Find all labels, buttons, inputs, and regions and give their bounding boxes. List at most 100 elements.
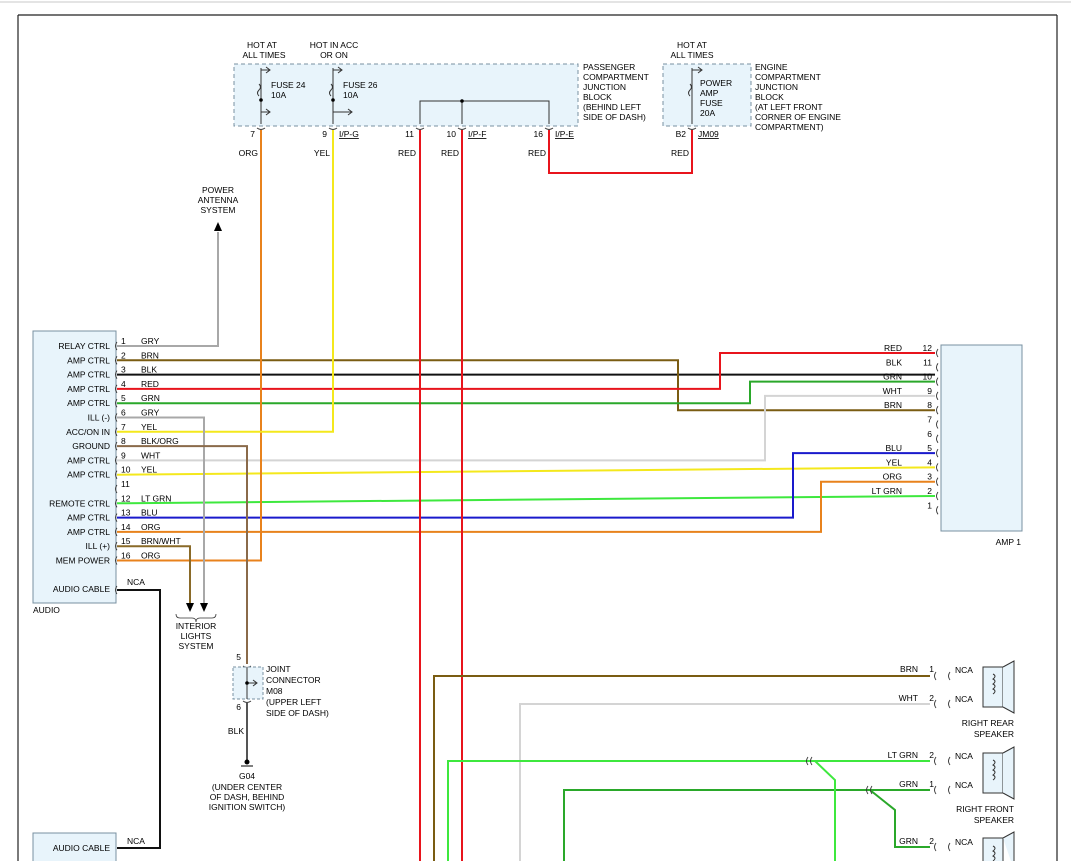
connector-pin-icon xyxy=(115,413,118,422)
right-rear-speaker: RIGHT REAR SPEAKER xyxy=(962,660,1015,739)
passenger-block-title-1: PASSENGER xyxy=(583,62,635,72)
passenger-block-title-3: JUNCTION xyxy=(583,82,626,92)
connector-pin-icon xyxy=(242,700,252,703)
fuse-pin-10: 10 xyxy=(447,129,457,139)
connector-pin-icon xyxy=(934,671,937,681)
rr-wire-nca-2: NCA xyxy=(955,694,973,704)
interior-lights-system: INTERIOR LIGHTS SYSTEM xyxy=(175,603,217,651)
connector-pin-icon xyxy=(936,463,939,472)
fuse-24-symbol xyxy=(257,66,271,124)
ground-g04: G04 (UNDER CENTER OF DASH, BEHIND IGNITI… xyxy=(209,759,285,812)
wire-gry-ill-minus xyxy=(117,416,205,603)
rf-speaker-body xyxy=(982,752,1004,794)
rf-wire-nca-1: NCA xyxy=(955,751,973,761)
fuse-pin-9: 9 xyxy=(322,129,327,139)
joint-arrow-icon xyxy=(252,679,258,687)
audio-cable-wire: NCA xyxy=(127,577,145,587)
rf-speaker-name-1: RIGHT FRONT xyxy=(956,804,1014,814)
audio-pin-wire-color: ORG xyxy=(141,522,160,532)
amp-1-unit: AMP 1 12RED11BLK10GRN9WHT8BRN765BLU4YEL3… xyxy=(872,343,1023,547)
amp-pin-wire-color: BLK xyxy=(886,357,902,367)
wire-label-red-10: RED xyxy=(441,148,459,158)
fuse-conn-ipe: I/P-E xyxy=(555,129,574,139)
amp-pin-wire-color: ORG xyxy=(883,472,902,482)
audio-box xyxy=(32,330,117,604)
connector-pin-icon xyxy=(115,384,118,394)
amp-pin-number: 7 xyxy=(927,415,932,425)
wire-gry-relay-ctrl xyxy=(117,232,219,347)
connector-pin-icon xyxy=(115,527,118,537)
engine-hot-line1: HOT AT xyxy=(677,40,707,50)
audio-pin-label: ACC/ON IN xyxy=(66,427,110,437)
ground-desc-2: OF DASH, BEHIND xyxy=(210,792,285,802)
amp-pin-number: 9 xyxy=(927,386,932,396)
audio-cable-2-box xyxy=(32,832,117,861)
audio-pin-label: ILL (+) xyxy=(86,541,111,551)
fuse-24-node xyxy=(259,98,263,102)
joint-title-2: CONNECTOR xyxy=(266,675,321,685)
audio-pin-label: AMP CTRL xyxy=(67,527,110,537)
ground-desc-1: (UNDER CENTER xyxy=(212,782,282,792)
wire-ltgrn-audio-amp xyxy=(116,495,936,505)
wire-red-audio-amp xyxy=(117,352,935,390)
audio-pin-wire-color: BRN xyxy=(141,350,159,360)
third-speaker xyxy=(982,831,1015,861)
audio-name: AUDIO xyxy=(33,605,60,615)
connector-pin-icon xyxy=(934,842,937,852)
audio-pin-wire-color: GRY xyxy=(141,336,160,346)
inline-connector-icon xyxy=(806,756,809,766)
amp-pin-number: 1 xyxy=(927,500,932,510)
bus-node xyxy=(460,99,464,103)
amp-pin-number: 3 xyxy=(927,472,932,482)
engine-fuse-4: 20A xyxy=(700,108,715,118)
connector-pin-icon xyxy=(115,541,118,551)
speaker-coil-icon xyxy=(992,845,996,861)
amp-pin-number: 4 xyxy=(927,457,932,467)
audio-pin-number: 2 xyxy=(121,350,126,360)
rr-wire-color-1: BRN xyxy=(900,664,918,674)
amp-pin-number: 11 xyxy=(923,357,932,367)
connector-pin-icon xyxy=(936,405,939,415)
fuse-pin-7: 7 xyxy=(250,129,255,139)
connector-pin-icon xyxy=(936,477,939,486)
speaker-icon xyxy=(1002,831,1015,861)
engine-junction-block: HOT AT ALL TIMES POWER AMP FUSE 20A ENGI… xyxy=(662,40,841,158)
joint-title-4: (UPPER LEFT xyxy=(266,697,321,707)
rr-speaker-name-2: SPEAKER xyxy=(974,729,1014,739)
connector-pin-icon xyxy=(115,556,118,565)
amp-pin-wire-color: RED xyxy=(884,343,902,353)
wire-label-blk-ground: BLK xyxy=(228,726,244,736)
connector-pin-icon xyxy=(936,420,939,429)
connector-pin-icon xyxy=(328,127,338,130)
amp-pin-wire-color: YEL xyxy=(886,457,902,467)
amp-pin-wire-color: GRN xyxy=(883,372,902,382)
fuse-conn-ipg: I/P-G xyxy=(339,129,359,139)
audio-pin-number: 10 xyxy=(121,465,131,475)
right-front-speaker: RIGHT FRONT SPEAKER xyxy=(956,746,1015,825)
rf-wire-color-1: LT GRN xyxy=(888,750,918,760)
third-wire-num-1: 2 xyxy=(929,836,934,846)
connector-pin-icon xyxy=(936,391,939,401)
power-amp-fuse-symbol xyxy=(688,66,703,124)
audio-pin-label: AMP CTRL xyxy=(67,384,110,394)
engine-hot-line2: ALL TIMES xyxy=(671,50,714,60)
fuse-24-rating: 10A xyxy=(271,90,286,100)
engine-title-6: CORNER OF ENGINE xyxy=(755,112,841,122)
inline-connector-icon xyxy=(870,785,873,795)
speaker-coil-icon xyxy=(992,759,996,781)
fuse-26-rating: 10A xyxy=(343,90,358,100)
connector-pin-icon xyxy=(936,491,939,501)
inline-connector-icon xyxy=(810,756,813,766)
audio-pin-number: 11 xyxy=(121,479,130,489)
amp-pin-number: 2 xyxy=(927,486,932,496)
ground-name: G04 xyxy=(239,771,255,781)
wire-org-audio-amp xyxy=(117,480,935,533)
audio-pin-label: AMP CTRL xyxy=(67,455,110,465)
audio-pin-number: 7 xyxy=(121,422,126,432)
third-wire-nca-1: NCA xyxy=(955,837,973,847)
fuse-conn-ipf: I/P-F xyxy=(468,129,486,139)
audio-cable-2-label: AUDIO CABLE xyxy=(53,843,110,853)
engine-title-7: COMPARTMENT) xyxy=(755,122,824,132)
wire-label-yel-top: YEL xyxy=(314,148,330,158)
audio-pin-label: REMOTE CTRL xyxy=(49,498,110,508)
